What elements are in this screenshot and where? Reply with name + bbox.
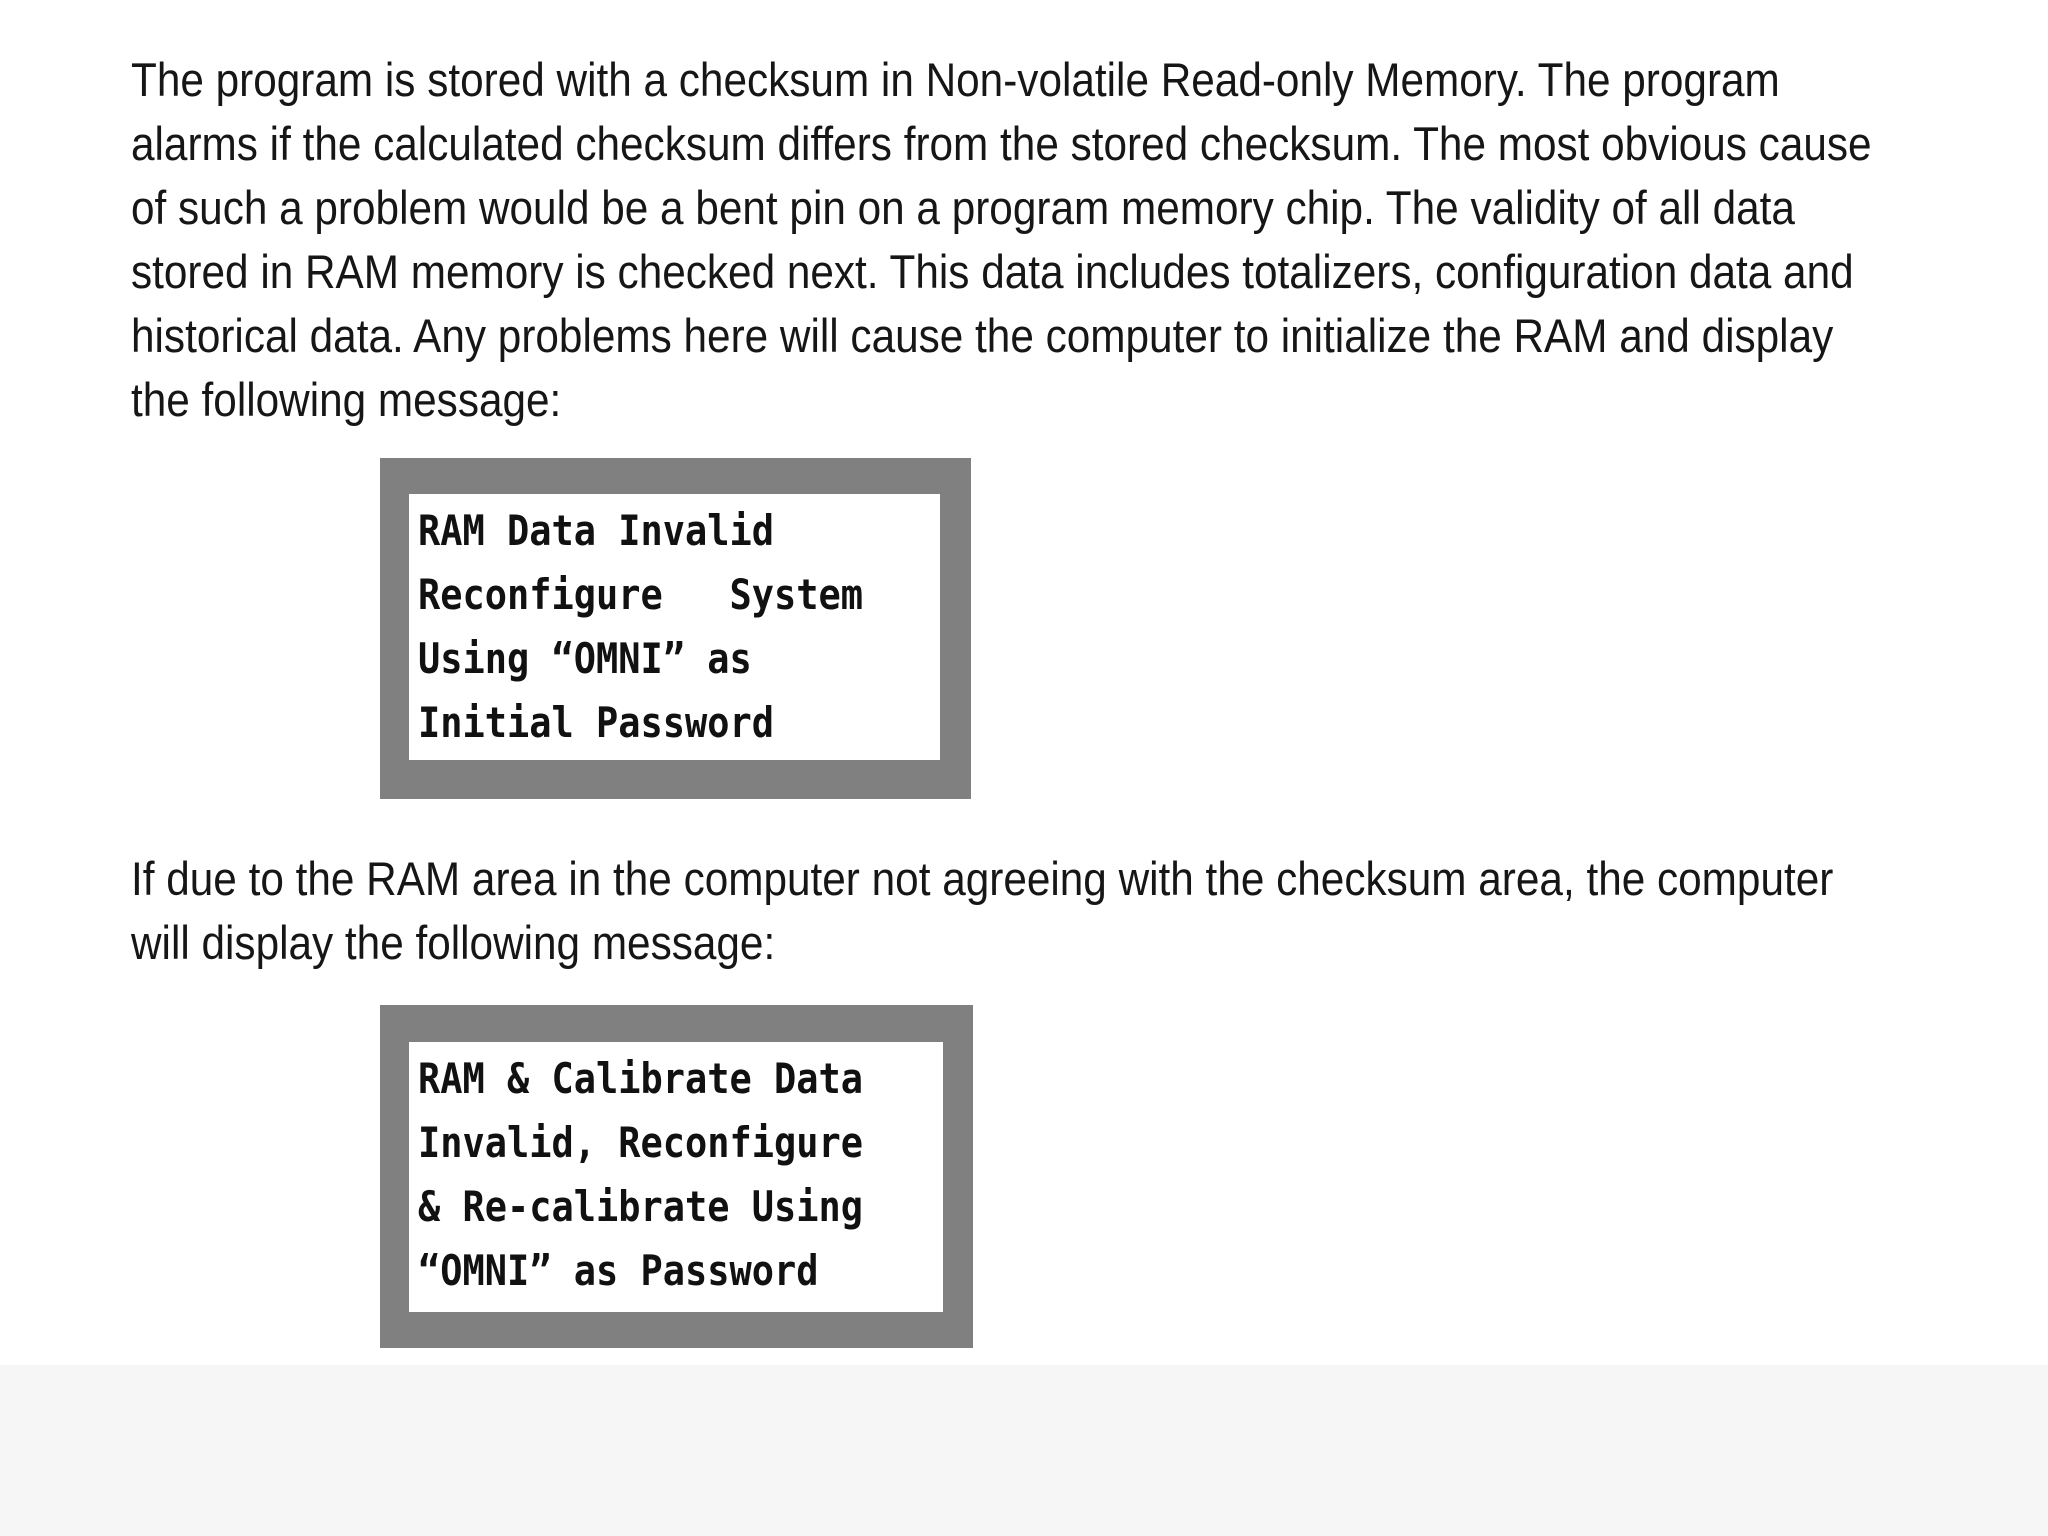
paragraph-line: of such a problem would be a bent pin on… — [131, 181, 1795, 234]
ram-invalid-display-frame: RAM Data Invalid Reconfigure System Usin… — [380, 458, 971, 799]
display-line: Initial Password — [418, 698, 775, 747]
page-bottom-band — [0, 1365, 2048, 1536]
paragraph-line: If due to the RAM area in the computer n… — [131, 852, 1834, 905]
paragraph-line: The program is stored with a checksum in… — [131, 53, 1780, 106]
display-line: Using “OMNI” as — [418, 634, 752, 683]
display-line: RAM Data Invalid — [418, 506, 775, 555]
paragraph-line: alarms if the calculated checksum differ… — [131, 117, 1872, 170]
display-line: Invalid, Reconfigure — [418, 1118, 864, 1167]
display-line: “OMNI” as Password — [418, 1246, 819, 1295]
intro-paragraph: The program is stored with a checksum in… — [131, 48, 1872, 432]
ram-invalid-display-screen: RAM Data Invalid Reconfigure System Usin… — [409, 494, 940, 760]
paragraph-line: historical data. Any problems here will … — [131, 309, 1834, 362]
ram-calibrate-invalid-display-screen: RAM & Calibrate Data Invalid, Reconfigur… — [409, 1042, 943, 1312]
display-line: RAM & Calibrate Data — [418, 1054, 864, 1103]
display-line: & Re-calibrate Using — [418, 1182, 864, 1231]
paragraph-line: the following message: — [131, 373, 562, 426]
paragraph-line: stored in RAM memory is checked next. Th… — [131, 245, 1854, 298]
paragraph-line: will display the following message: — [131, 916, 776, 969]
display-line: Reconfigure System — [418, 570, 864, 619]
ram-calibrate-invalid-display-frame: RAM & Calibrate Data Invalid, Reconfigur… — [380, 1005, 973, 1348]
checksum-paragraph: If due to the RAM area in the computer n… — [131, 847, 1833, 975]
